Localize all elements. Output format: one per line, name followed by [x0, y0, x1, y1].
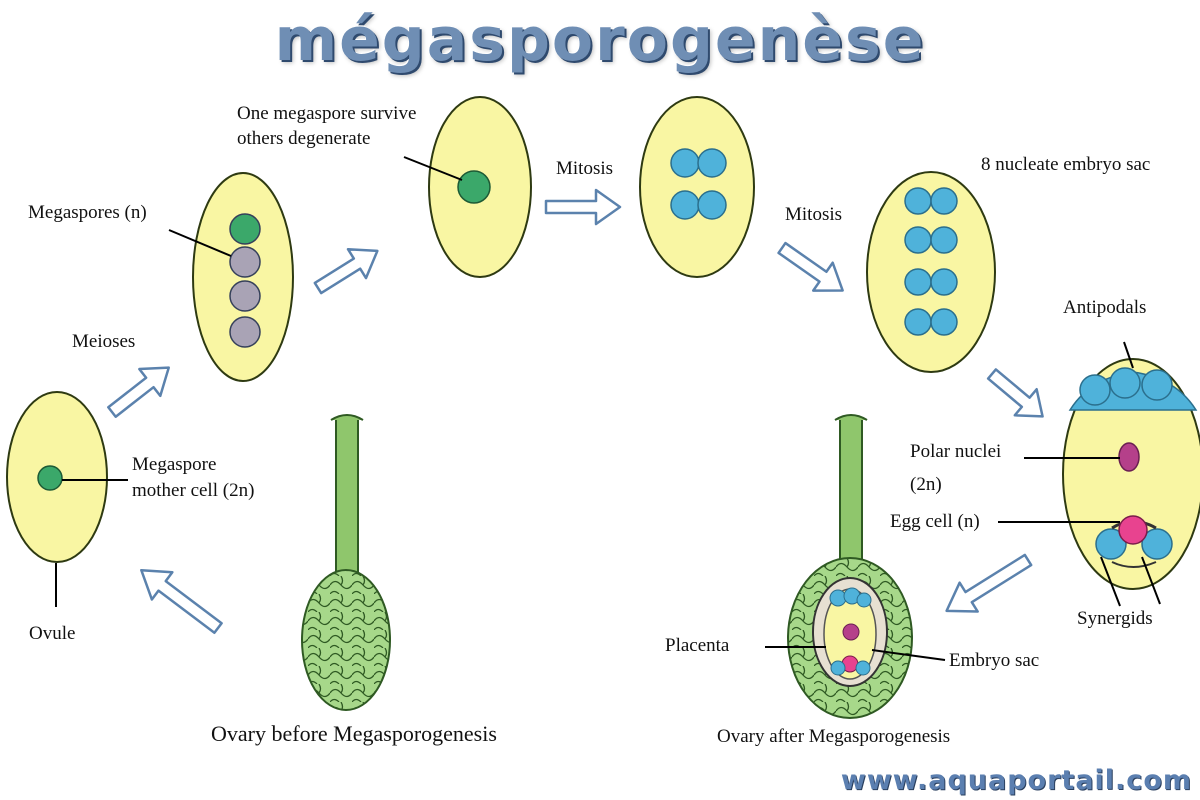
label-egg-cell: Egg cell (n) [890, 511, 980, 532]
arrow-to-ovary-after [945, 553, 1033, 613]
arrow-ovary-to-ovule [140, 568, 223, 635]
surviving-megaspore-cell [403, 96, 532, 278]
watermark: www.aquaportail.com [840, 765, 1192, 796]
eight-nucleate-embryo-sac [866, 171, 996, 373]
label-megaspores: Megaspores (n) [28, 202, 147, 223]
ovary-after [765, 414, 946, 719]
label-antipodals: Antipodals [1063, 297, 1147, 318]
label-mitosis-2: Mitosis [785, 204, 843, 225]
arrow-to-survivor [313, 247, 379, 295]
arrow-mitosis-2 [777, 241, 844, 292]
arrow-mitosis-1 [544, 188, 622, 226]
ovule-cell [6, 391, 128, 607]
label-polar-nuclei-line1: Polar nuclei [910, 441, 1002, 462]
ovary-before [301, 414, 391, 711]
megaspore-mother-nucleus [37, 465, 63, 491]
label-eight-nucleate: 8 nucleate embryo sac [981, 154, 1151, 175]
arrow-meioses [107, 366, 170, 418]
megaspores-cell [168, 172, 294, 382]
label-embryo-sac: Embryo sac [949, 650, 1040, 671]
label-megaspore-mother-line2: mother cell (2n) [132, 480, 255, 501]
label-polar-nuclei-line2: (2n) [910, 474, 942, 495]
arrow-to-mature [986, 368, 1044, 418]
label-ovary-after: Ovary after Megasporogenesis [717, 726, 951, 747]
label-placenta: Placenta [665, 635, 730, 656]
mature-embryo-sac [998, 341, 1200, 607]
label-one-survive-line1: One megaspore survive [237, 103, 417, 124]
label-mitosis-1: Mitosis [556, 158, 614, 179]
diagram-title: mégasporogenèse [274, 5, 926, 75]
label-meioses: Meioses [72, 331, 136, 352]
four-nucleate-cell [639, 96, 755, 278]
label-ovule: Ovule [29, 623, 76, 644]
label-ovary-before: Ovary before Megasporogenesis [211, 721, 497, 746]
label-one-survive-line2: others degenerate [237, 128, 371, 149]
label-megaspore-mother-line1: Megaspore [132, 454, 217, 475]
label-synergids: Synergids [1077, 608, 1153, 629]
